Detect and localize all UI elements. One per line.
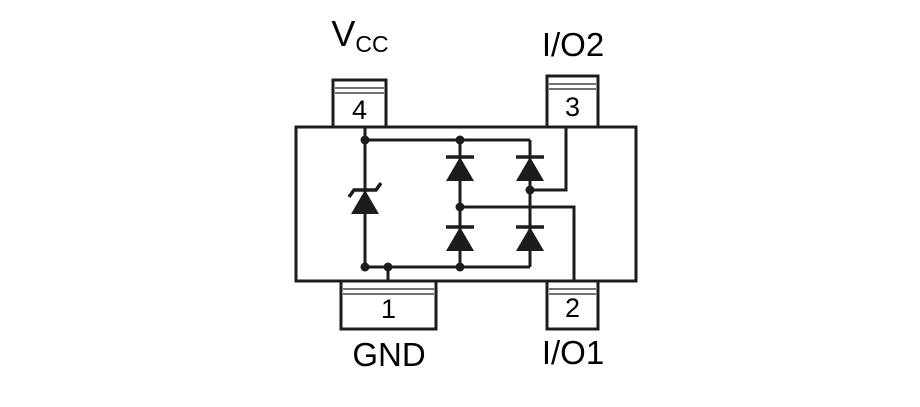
diode-icon-right-lower — [516, 225, 544, 251]
pin-lead-hatch-lines — [335, 83, 596, 295]
pin-1-number: 1 — [380, 294, 397, 324]
gnd-label: GND — [352, 336, 426, 373]
diode-icons — [446, 155, 544, 251]
pin-3-number: 3 — [564, 92, 581, 122]
package-body-outline — [294, 125, 638, 283]
io1-label: I/O1 — [541, 334, 605, 371]
diode-icon-middle-lower — [446, 225, 474, 251]
wire-io2-lead — [530, 127, 568, 192]
vcc-label-main: V — [331, 13, 356, 54]
junction-dots — [360, 135, 535, 272]
vcc-label: VCC — [300, 16, 420, 56]
wire-io1-lead — [460, 205, 576, 281]
diode-icon-middle-upper — [446, 155, 474, 181]
pin-2-number: 2 — [564, 293, 581, 323]
vcc-label-subscript: CC — [355, 31, 389, 57]
pin-4-number: 4 — [351, 95, 368, 125]
zener-diode-icon — [347, 181, 383, 214]
diode-icon-right-upper — [516, 155, 544, 181]
io2-label: I/O2 — [541, 26, 605, 63]
